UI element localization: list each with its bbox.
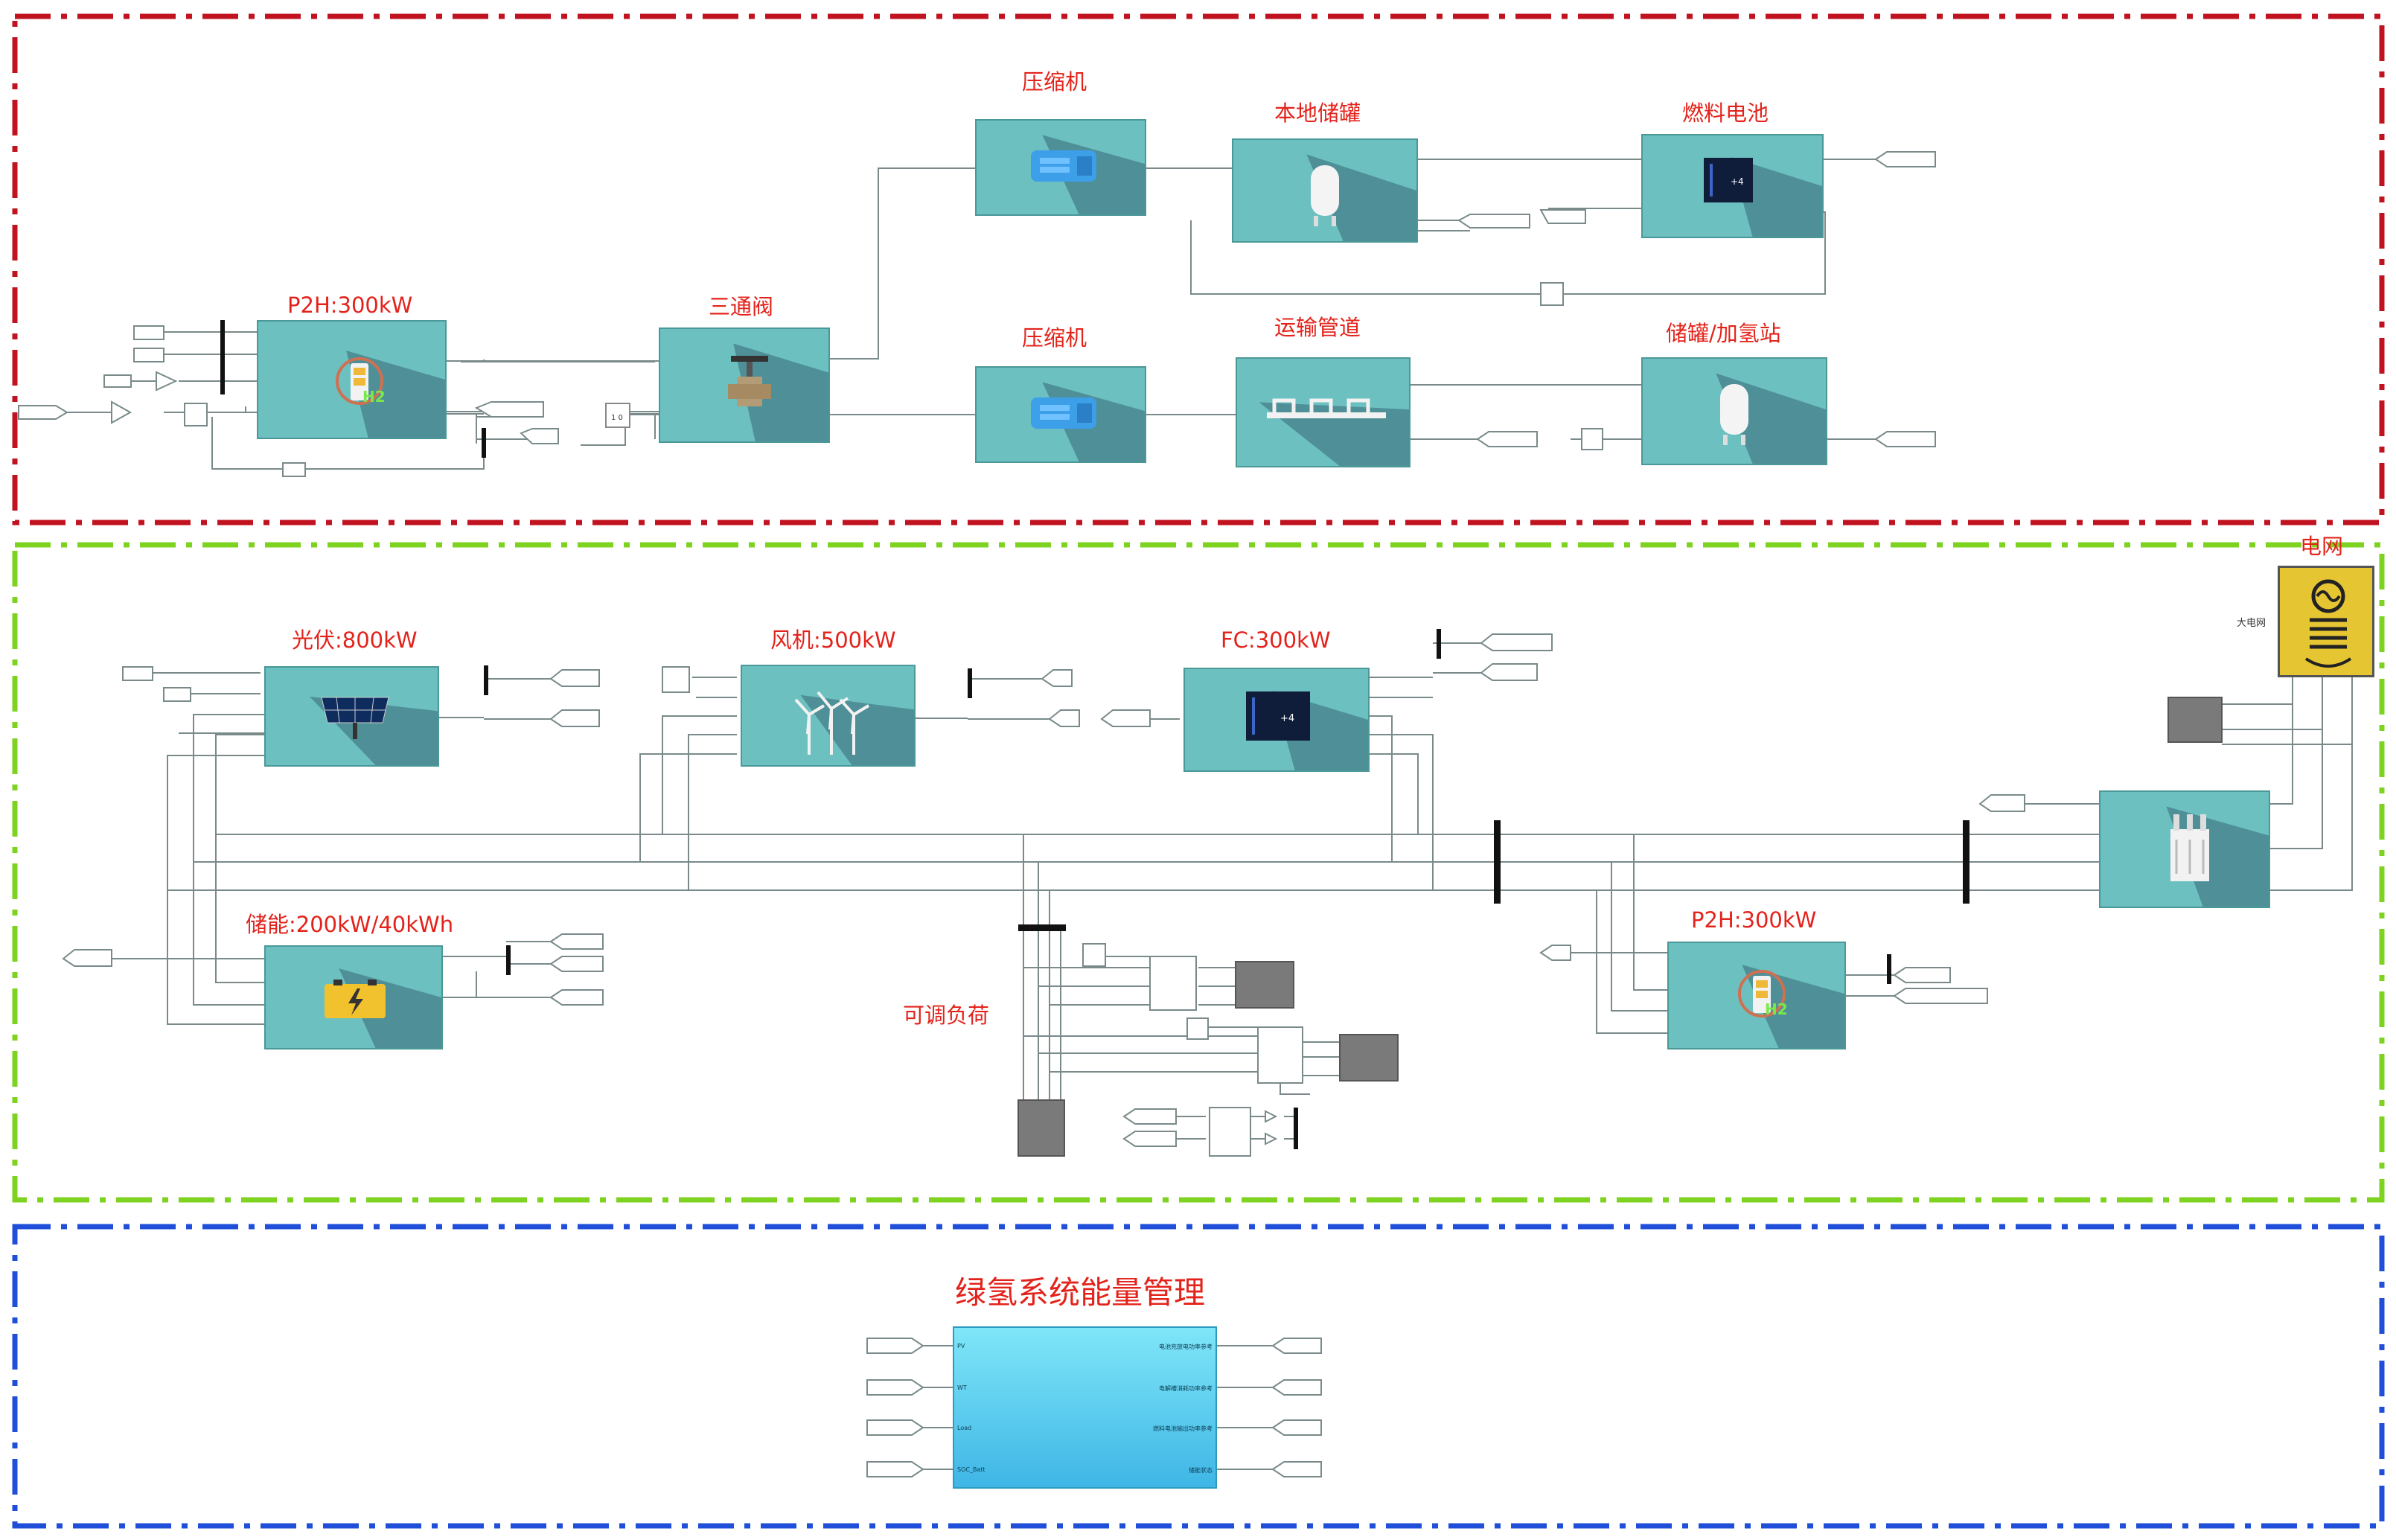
electrolyzer-icon: H2 — [336, 357, 386, 406]
ems-output-electrolyzer-ref: 电解槽消耗功率参考 — [1159, 1385, 1213, 1392]
adjustable-load-title: 可调负荷 — [903, 1003, 990, 1028]
wind-turbine-icon — [794, 691, 870, 755]
wind-title: 风机:500kW — [770, 627, 896, 653]
ems-title: 绿氢系统能量管理 — [955, 1274, 1206, 1311]
transformer-block[interactable] — [2099, 790, 2270, 908]
p2h-shadow — [346, 351, 445, 438]
fuel-cell-shadow — [1731, 157, 1822, 237]
p2h-title: P2H:300kW — [287, 293, 413, 318]
svg-text:H2: H2 — [1765, 1000, 1788, 1018]
ems-output-battery-ref: 电池充放电功率参考 — [1159, 1343, 1213, 1350]
svg-text:1 0: 1 0 — [611, 414, 623, 422]
ems-zone-frame — [12, 1224, 2385, 1529]
electrolyzer-icon: H2 — [1738, 970, 1788, 1018]
bus-bar-main-1 — [1494, 820, 1501, 904]
svg-text:+4: +4 — [1280, 713, 1294, 724]
three-way-valve-block[interactable] — [659, 328, 830, 443]
solar-panel-icon — [321, 697, 389, 739]
tank-icon — [1720, 384, 1748, 445]
p2h2-title: P2H:300kW — [1691, 907, 1817, 933]
p2h-block[interactable]: H2 — [257, 320, 447, 439]
ems-input-pv: PV — [957, 1343, 965, 1349]
storage-block[interactable] — [264, 945, 443, 1049]
grid-block[interactable] — [2278, 566, 2374, 677]
grid-title: 电网 — [2300, 534, 2344, 559]
fuel-cell-title: 燃料电池 — [1682, 100, 1769, 126]
bus-bar-main-2 — [1963, 820, 1969, 904]
wind-shadow — [800, 694, 914, 765]
pipeline-title: 运输管道 — [1274, 315, 1361, 340]
valve-control-block[interactable]: 1 0 — [604, 402, 631, 429]
svg-text:H2: H2 — [362, 388, 386, 406]
battery-icon — [325, 980, 386, 1018]
ems-input-wt: WT — [957, 1384, 967, 1391]
compressor-icon — [1031, 150, 1096, 182]
bus-bar-storage-out — [506, 945, 511, 975]
bus-bar-pv-out — [484, 665, 488, 695]
tank-icon — [1311, 165, 1339, 226]
transformer-icon — [2170, 814, 2209, 881]
three-way-valve-title: 三通阀 — [709, 294, 774, 319]
compressor-bottom-block[interactable] — [975, 366, 1146, 463]
bus-bar-p2h — [220, 320, 225, 394]
local-tank-title: 本地储罐 — [1274, 100, 1361, 126]
ems-input-load: Load — [957, 1425, 972, 1431]
ems-block[interactable]: PV WT Load SOC_Batt 电池充放电功率参考 电解槽消耗功率参考 … — [953, 1326, 1217, 1489]
pv-title: 光伏:800kW — [292, 627, 418, 653]
pipeline-icon — [1267, 398, 1386, 418]
compressor-top-block[interactable] — [975, 119, 1146, 216]
valve-icon — [728, 356, 771, 406]
power-zone-frame — [12, 542, 2385, 1203]
grid-icon-label: 大电网 — [2237, 618, 2266, 629]
svg-text:+4: +4 — [1731, 176, 1744, 187]
tank-station-title: 储罐/加氢站 — [1666, 321, 1781, 346]
compressor-top-title: 压缩机 — [1022, 69, 1087, 95]
bus-bar-p2h2-out — [1887, 954, 1891, 984]
p2h2-block[interactable]: H2 — [1667, 942, 1846, 1049]
compressor-icon — [1031, 397, 1096, 429]
bus-bar-load — [1018, 924, 1066, 931]
local-tank-block[interactable] — [1232, 138, 1418, 243]
wind-block[interactable] — [741, 665, 916, 767]
bus-bar-load-ctrl — [1294, 1108, 1298, 1149]
ems-input-soc: SOC_Batt — [957, 1466, 985, 1473]
compressor-bottom-title: 压缩机 — [1022, 325, 1087, 351]
ems-output-storage-state: 储能状态 — [1189, 1467, 1213, 1474]
grid-meter-block[interactable] — [2167, 697, 2223, 743]
valve-shadow — [733, 343, 828, 441]
bus-bar-p2h-out — [482, 428, 486, 458]
grid-source-icon — [2304, 579, 2352, 668]
storage-title: 储能:200kW/40kWh — [246, 912, 454, 937]
fuel-cell-icon: +4 — [1704, 158, 1753, 202]
ems-output-fuelcell-ref: 燃料电池输出功率参考 — [1153, 1425, 1213, 1432]
fuel-cell-icon: +4 — [1246, 691, 1310, 741]
bus-bar-fc-out — [1437, 629, 1441, 659]
fc-block[interactable]: +4 — [1183, 668, 1370, 772]
bus-bar-wind-out — [968, 668, 972, 698]
pipeline-block[interactable] — [1236, 357, 1411, 467]
tank-station-block[interactable] — [1641, 357, 1827, 465]
fc-title: FC:300kW — [1221, 627, 1331, 653]
fuel-cell-block[interactable]: +4 — [1641, 134, 1824, 238]
pv-block[interactable] — [264, 666, 439, 767]
